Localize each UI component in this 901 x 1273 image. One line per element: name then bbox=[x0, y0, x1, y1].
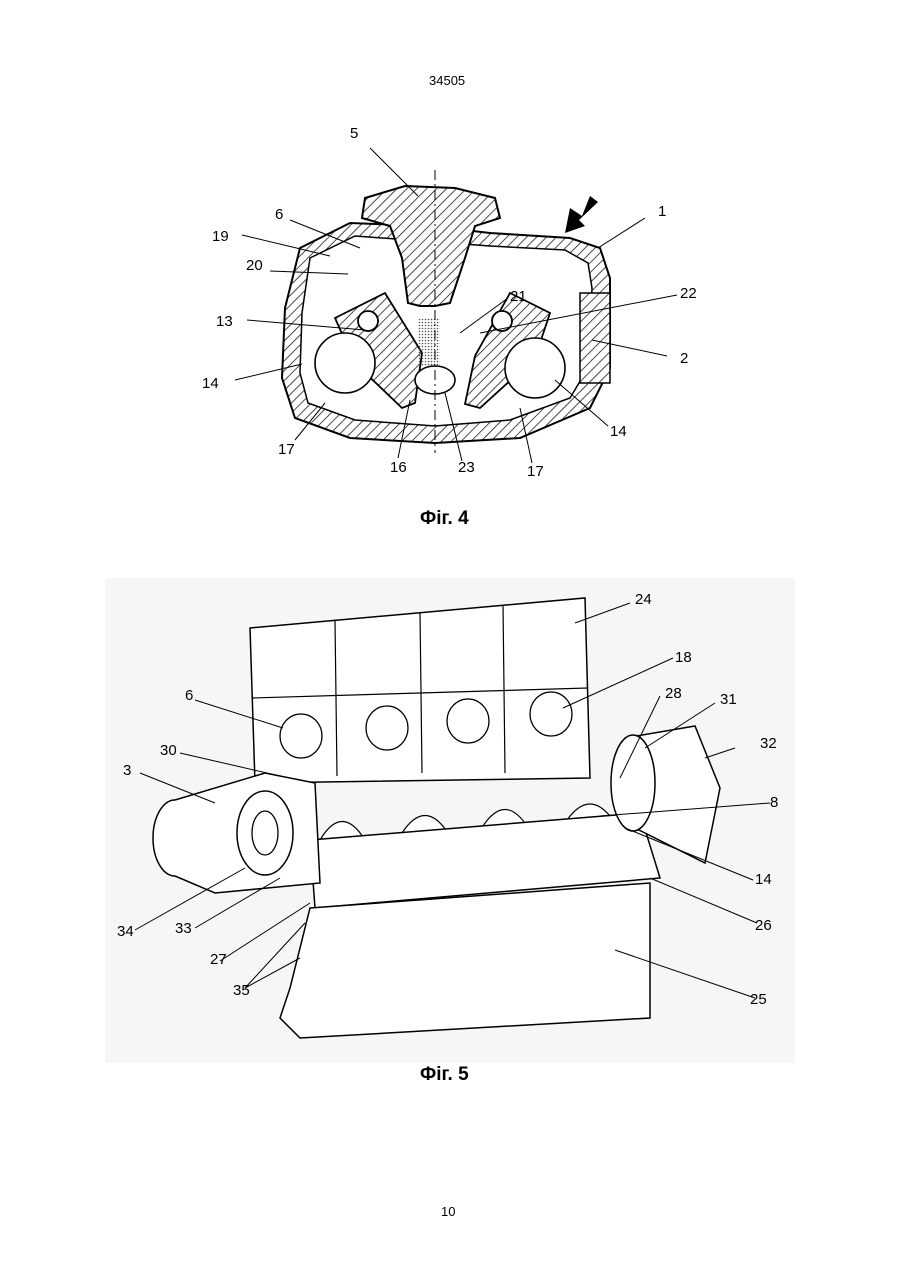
label-16: 16 bbox=[390, 459, 407, 476]
button-4 bbox=[530, 692, 572, 736]
label-1: 1 bbox=[658, 203, 666, 220]
label-23: 23 bbox=[458, 459, 475, 476]
label-5: 5 bbox=[350, 125, 358, 142]
label-14-left: 14 bbox=[202, 375, 219, 392]
figure-4-drawing: 5 6 19 20 1 21 22 13 2 14 14 17 16 23 17 bbox=[190, 108, 710, 503]
label-2: 2 bbox=[680, 350, 688, 367]
ball-left bbox=[315, 333, 375, 393]
label-6: 6 bbox=[275, 206, 283, 223]
label-32: 32 bbox=[760, 735, 777, 752]
label-24: 24 bbox=[635, 591, 652, 608]
label-14-right: 14 bbox=[610, 423, 627, 440]
figure-5-drawing: 24 18 6 28 31 30 32 3 8 14 26 34 33 27 3… bbox=[105, 578, 795, 1063]
end-cylinder-left-bore bbox=[252, 811, 278, 855]
label-21: 21 bbox=[510, 288, 527, 305]
button-1 bbox=[280, 714, 322, 758]
label-3: 3 bbox=[123, 762, 131, 779]
label-25: 25 bbox=[750, 991, 767, 1008]
label-8: 8 bbox=[770, 794, 778, 811]
button-2 bbox=[366, 706, 408, 750]
label-31: 31 bbox=[720, 691, 737, 708]
spring-zone bbox=[418, 318, 440, 366]
label-28: 28 bbox=[665, 685, 682, 702]
page-number: 10 bbox=[441, 1204, 455, 1219]
label-30: 30 bbox=[160, 742, 177, 759]
label-33: 33 bbox=[175, 920, 192, 937]
pin-right bbox=[492, 311, 512, 331]
label-6: 6 bbox=[185, 687, 193, 704]
label-22: 22 bbox=[680, 285, 697, 302]
cover-25 bbox=[280, 883, 650, 1038]
button-3 bbox=[447, 699, 489, 743]
end-cylinder-right bbox=[611, 735, 655, 831]
document-number: 34505 bbox=[429, 73, 465, 88]
label-19: 19 bbox=[212, 228, 229, 245]
force-arrow-icon bbox=[565, 196, 598, 233]
label-27: 27 bbox=[210, 951, 227, 968]
label-35: 35 bbox=[233, 982, 250, 999]
part-2-insert bbox=[580, 293, 610, 383]
label-34: 34 bbox=[117, 923, 134, 940]
label-17-left: 17 bbox=[278, 441, 295, 458]
figure-5-caption: Фіг. 5 bbox=[420, 1064, 469, 1086]
pin-left bbox=[358, 311, 378, 331]
label-18: 18 bbox=[675, 649, 692, 666]
label-17-right: 17 bbox=[527, 463, 544, 480]
figure-4-caption: Фіг. 4 bbox=[420, 508, 469, 530]
ball-right bbox=[505, 338, 565, 398]
label-13: 13 bbox=[216, 313, 233, 330]
label-14: 14 bbox=[755, 871, 772, 888]
label-26: 26 bbox=[755, 917, 772, 934]
label-20: 20 bbox=[246, 257, 263, 274]
